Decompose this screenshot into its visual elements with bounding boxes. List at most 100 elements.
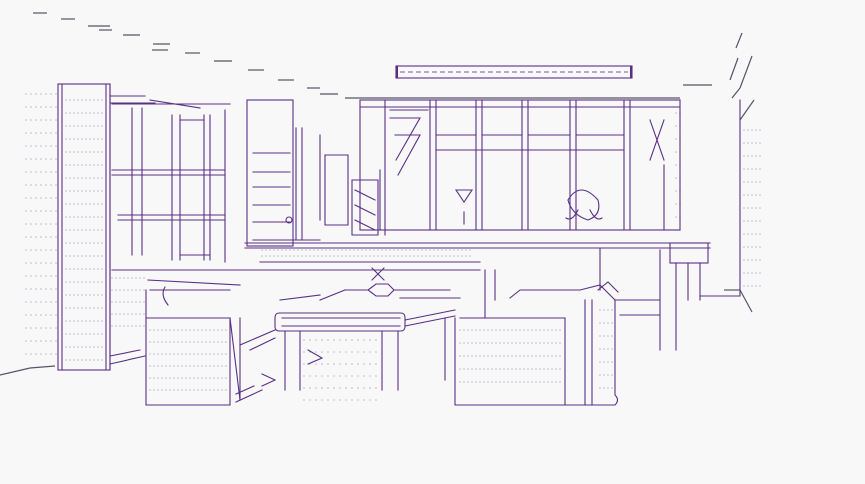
texture-dot [35, 158, 37, 160]
texture-dot [453, 255, 455, 257]
texture-dot [77, 138, 79, 140]
texture-dot [115, 313, 117, 315]
texture-dot [221, 341, 223, 343]
texture-dot [309, 399, 311, 401]
texture-dot [40, 353, 42, 355]
texture-dot [55, 275, 57, 277]
right-wall-lines [0, 32, 755, 376]
texture-dot [157, 377, 159, 379]
texture-dot [201, 365, 203, 367]
texture-dot [45, 249, 47, 251]
texture-dot [30, 327, 32, 329]
texture-dot [217, 389, 219, 391]
texture-dot [65, 216, 67, 218]
texture-dot [89, 112, 91, 114]
texture-dot [50, 236, 52, 238]
texture-dot [543, 355, 545, 357]
texture-dot [281, 255, 283, 257]
texture-dot [369, 399, 371, 401]
texture-dot [93, 164, 95, 166]
texture-dot [551, 355, 553, 357]
texture-dot [495, 368, 497, 370]
texture-dot [77, 99, 79, 101]
texture-dot [115, 277, 117, 279]
texture-dot [119, 277, 121, 279]
texture-dot [547, 355, 549, 357]
texture-dot [475, 329, 477, 331]
texture-dot [339, 399, 341, 401]
texture-dot [611, 335, 613, 337]
texture-dot [73, 112, 75, 114]
texture-dot [369, 339, 371, 341]
texture-dot [181, 389, 183, 391]
texture-dot [35, 249, 37, 251]
texture-dot [193, 389, 195, 391]
texture-dot [675, 216, 677, 218]
texture-dot [139, 325, 141, 327]
texture-dot [81, 307, 83, 309]
texture-dot [40, 197, 42, 199]
texture-dot [543, 342, 545, 344]
texture-dot [89, 125, 91, 127]
texture-dot [45, 210, 47, 212]
texture-dot [93, 216, 95, 218]
texture-dot [225, 341, 227, 343]
texture-dot [357, 375, 359, 377]
texture-dot [353, 255, 355, 257]
texture-dot [339, 339, 341, 341]
texture-dot [315, 351, 317, 353]
texture-dot [315, 387, 317, 389]
texture-dot [93, 177, 95, 179]
texture-dot [69, 359, 71, 361]
texture-dot [385, 255, 387, 257]
texture-dot [50, 340, 52, 342]
texture-dot [97, 99, 99, 101]
texture-dot [101, 177, 103, 179]
texture-dot [209, 377, 211, 379]
texture-dot [759, 168, 761, 170]
texture-dot [197, 377, 199, 379]
texture-dot [77, 216, 79, 218]
texture-dot [45, 327, 47, 329]
texture-dot [503, 381, 505, 383]
texture-dot [73, 307, 75, 309]
texture-dot [303, 375, 305, 377]
texture-dot [185, 353, 187, 355]
texture-dot [40, 93, 42, 95]
texture-dot [93, 242, 95, 244]
texture-dot [101, 333, 103, 335]
texture-dot [381, 249, 383, 251]
texture-dot [69, 255, 71, 257]
texture-dot [111, 277, 113, 279]
texture-dot [353, 249, 355, 251]
texture-dot [77, 307, 79, 309]
texture-dot [135, 289, 137, 291]
texture-dot [345, 387, 347, 389]
texture-dot [55, 340, 57, 342]
texture-dot [45, 301, 47, 303]
texture-dot [123, 313, 125, 315]
texture-dot [123, 277, 125, 279]
texture-dot [755, 246, 757, 248]
texture-dot [35, 353, 37, 355]
texture-dot [97, 333, 99, 335]
texture-dot [675, 112, 677, 114]
texture-dot [55, 171, 57, 173]
texture-dot [73, 281, 75, 283]
texture-dot [277, 249, 279, 251]
texture-dot [73, 268, 75, 270]
texture-dot [675, 177, 677, 179]
texture-dot [45, 106, 47, 108]
texture-dot [471, 355, 473, 357]
texture-dot [543, 329, 545, 331]
texture-dot [357, 255, 359, 257]
texture-dot [205, 353, 207, 355]
texture-dot [101, 242, 103, 244]
texture-dot [341, 249, 343, 251]
texture-dot [131, 301, 133, 303]
texture-dot [25, 132, 27, 134]
texture-dot [73, 125, 75, 127]
texture-dot [181, 377, 183, 379]
texture-dot [65, 138, 67, 140]
texture-dot [45, 314, 47, 316]
